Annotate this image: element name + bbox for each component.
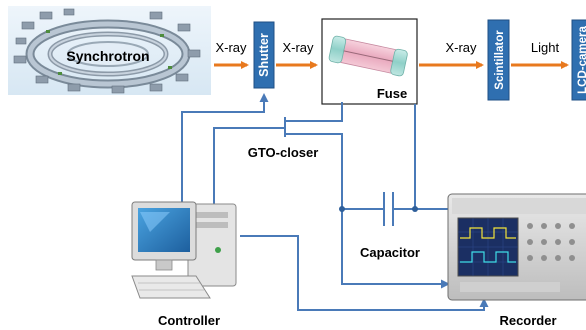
scintillator-box [487,19,510,101]
junction-left [339,206,345,212]
controller-label: Controller [158,313,220,328]
wire-to-recorder-low [341,209,450,289]
gto-closer-symbol [272,102,343,209]
control-wires [181,93,489,311]
xray-label-2: X-ray [282,40,314,55]
fuse-node: Fuse [321,18,418,105]
synchrotron-ring-icon [13,8,201,94]
xray-label-1: X-ray [215,40,247,55]
shutter-node: Shutter [253,21,275,89]
lcd-camera-node: LCD-camera [571,19,586,101]
shutter-box [253,21,275,89]
scintillator-node: Scintillator [487,19,510,101]
junction-right [412,206,418,212]
wire-controller-to-shutter [181,93,269,228]
capacitor-label: Capacitor [360,245,420,260]
gto-closer-label: GTO-closer [248,145,319,160]
oscilloscope-icon [447,193,586,301]
shutter-label: Shutter [257,33,271,77]
wire-controller-to-gto [213,127,272,236]
fuse-icon [328,35,408,77]
synchrotron-label: Synchrotron [66,48,149,64]
computer-icon [131,201,237,299]
fuse-label: Fuse [377,86,407,101]
capacitor-symbol [342,192,448,226]
recorder-label: Recorder [499,313,556,328]
wire-controller-to-recorder [240,235,489,311]
lcd-camera-label: LCD-camera [577,26,586,94]
scintillator-label: Scintillator [494,30,506,90]
synchrotron-node: Synchrotron [8,6,211,95]
light-label: Light [531,40,560,55]
lcd-camera-box [571,19,586,101]
xray-label-3: X-ray [445,40,477,55]
